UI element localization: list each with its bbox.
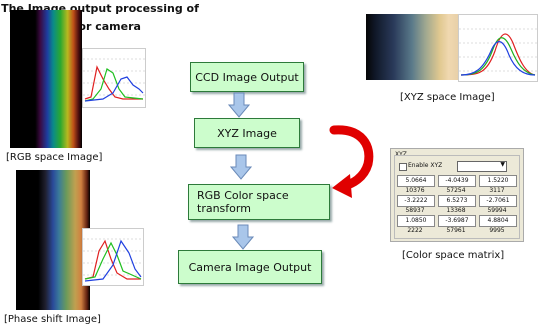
chevron-down-icon: ▼ [500, 161, 505, 168]
xyz-graph-svg [459, 28, 537, 76]
flow-label-camera-output: Camera Image Output [188, 260, 312, 274]
phase-graph-svg [83, 238, 143, 282]
matrix-groupbox [394, 155, 520, 239]
matrix-cell[interactable]: 1.5220 [479, 175, 517, 187]
matrix-cell[interactable]: -3.6987 [438, 215, 476, 227]
phase-shift-graph [82, 228, 144, 286]
matrix-subvalue: 3117 [489, 187, 505, 194]
flow-label-xyz: XYZ Image [217, 126, 277, 140]
color-space-matrix-panel: XYZ Enable XYZ ▼ 5.0664 -4.0439 1.5220 1… [390, 148, 524, 242]
down-arrow-3 [232, 224, 254, 250]
matrix-dropdown[interactable]: ▼ [457, 161, 507, 172]
matrix-cell[interactable]: -2.7061 [479, 195, 517, 207]
matrix-caption: [Color space matrix] [402, 250, 505, 261]
matrix-subvalue: 58937 [405, 207, 425, 214]
flow-label-ccd: CCD Image Output [195, 70, 299, 84]
matrix-group-label: XYZ [395, 151, 407, 158]
matrix-cell[interactable]: 5.0664 [397, 175, 435, 187]
flow-box-camera-output: Camera Image Output [178, 250, 322, 284]
down-arrow-2 [230, 154, 252, 180]
rgb-caption: [RGB space Image] [6, 152, 103, 163]
matrix-cell[interactable]: 6.5273 [438, 195, 476, 207]
matrix-subvalue: 57961 [446, 227, 466, 234]
matrix-subvalue: 9995 [489, 227, 505, 234]
flow-label-rgb-transform: RGB Color space transform [197, 189, 289, 215]
flow-box-xyz: XYZ Image [194, 118, 300, 148]
matrix-subvalue: 13368 [446, 207, 466, 214]
matrix-subvalue: 2222 [407, 227, 423, 234]
xyz-caption: [XYZ space Image] [400, 92, 495, 103]
xyz-spectrum-image [366, 14, 458, 80]
down-arrow-1 [228, 92, 250, 118]
enable-xyz-label: Enable XYZ [408, 162, 443, 169]
matrix-subvalue: 57254 [446, 187, 466, 194]
flow-box-rgb-transform: RGB Color space transform [188, 184, 330, 220]
phase-caption: [Phase shift Image] [4, 314, 101, 325]
matrix-subvalue: 10376 [405, 187, 425, 194]
phase-shift-image [16, 170, 90, 310]
matrix-subvalue: 59994 [487, 207, 507, 214]
red-curved-arrow [329, 125, 374, 198]
matrix-cell[interactable]: -4.0439 [438, 175, 476, 187]
matrix-cell[interactable]: -3.2222 [397, 195, 435, 207]
enable-xyz-checkbox[interactable] [399, 163, 407, 171]
xyz-spectrum-graph [458, 14, 538, 82]
matrix-cell[interactable]: 1.0850 [397, 215, 435, 227]
flow-box-ccd: CCD Image Output [190, 62, 304, 92]
matrix-cell[interactable]: 4.8804 [479, 215, 517, 227]
rgb-spectrum-image [10, 10, 82, 148]
rgb-graph-svg [83, 58, 145, 102]
rgb-spectrum-graph [82, 48, 146, 108]
